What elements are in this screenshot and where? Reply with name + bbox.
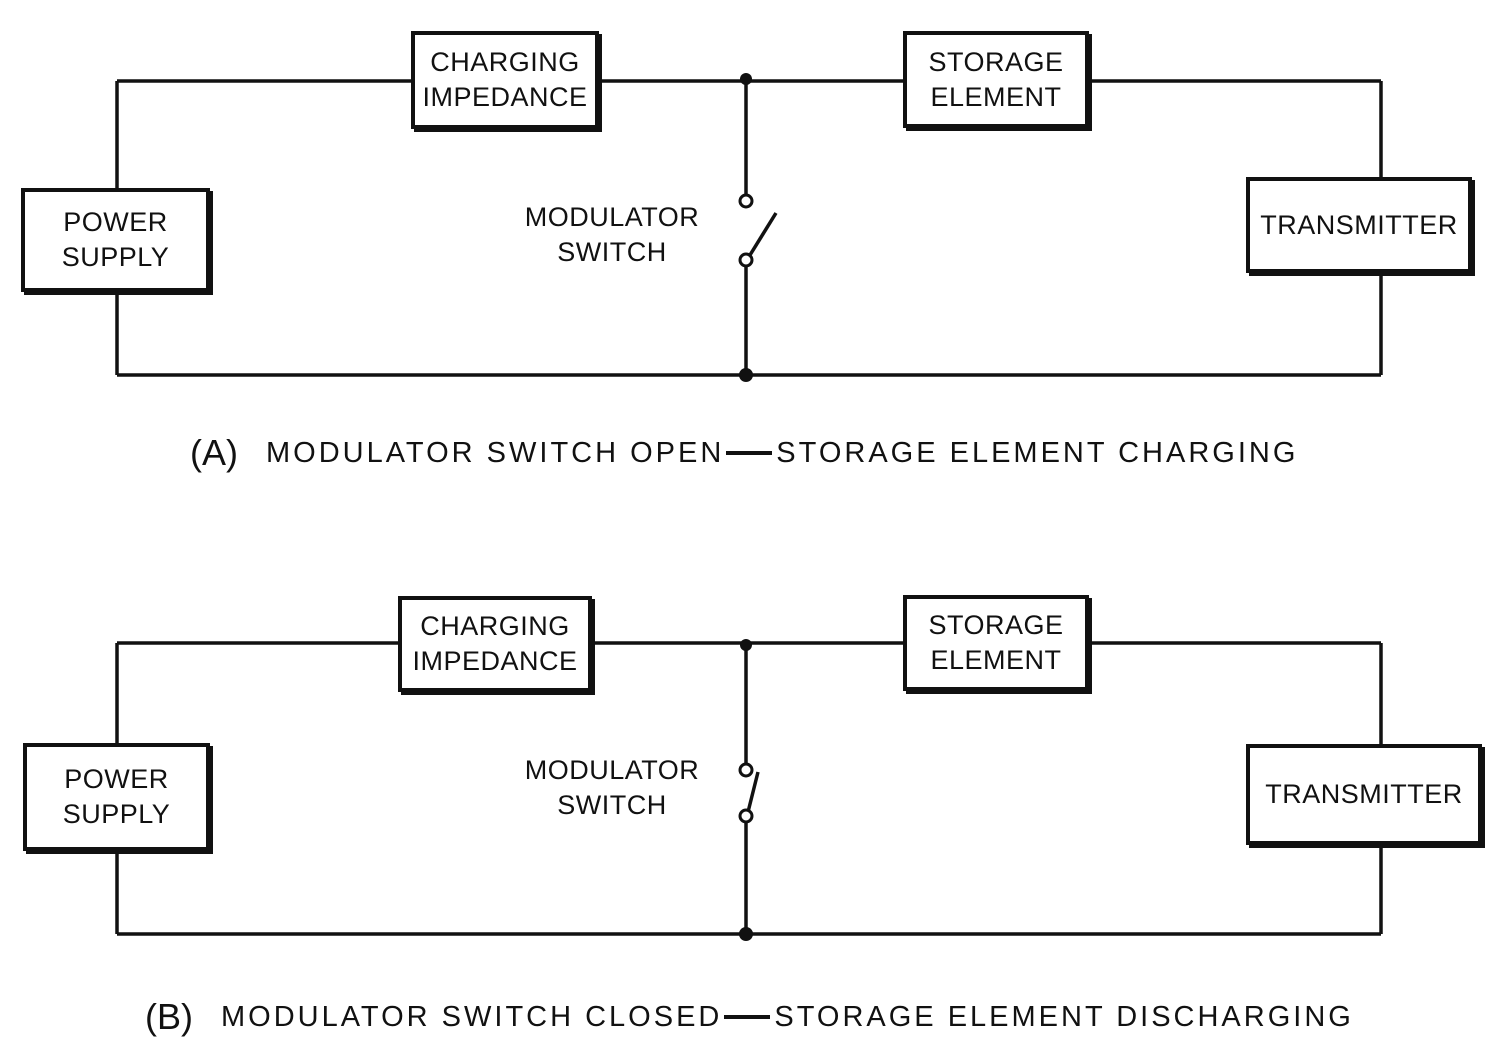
caption-left-text: MODULATOR SWITCH CLOSED bbox=[221, 1000, 723, 1033]
storage-element-block-b: STORAGE ELEMENT bbox=[903, 595, 1089, 691]
transmitter-block-a: TRANSMITTER bbox=[1246, 177, 1472, 273]
block-label-line: SUPPLY bbox=[61, 242, 170, 272]
storage-element-block-a: STORAGE ELEMENT bbox=[903, 31, 1089, 128]
caption-b: (B) MODULATOR SWITCH CLOSED STORAGE ELEM… bbox=[145, 994, 1354, 1040]
switch-blade-open-a bbox=[748, 212, 778, 256]
modulator-switch-label-b: MODULATOR SWITCH bbox=[512, 753, 712, 823]
caption-right-text: STORAGE ELEMENT CHARGING bbox=[776, 436, 1299, 469]
power-supply-block-a: POWER SUPPLY bbox=[21, 188, 210, 292]
junction-bottom-a bbox=[739, 368, 753, 382]
switch-terminal-lower-a bbox=[738, 252, 754, 268]
charging-impedance-block-a: CHARGING IMPEDANCE bbox=[411, 31, 599, 129]
block-label-line: IMPEDANCE bbox=[412, 646, 578, 676]
diagram-panel-a: POWER SUPPLY CHARGING IMPEDANCE STORAGE … bbox=[0, 0, 1508, 520]
caption-letter: (A) bbox=[190, 432, 238, 473]
block-label-line: STORAGE bbox=[928, 46, 1064, 77]
block-label-line: STORAGE bbox=[928, 610, 1064, 640]
transmitter-block-b: TRANSMITTER bbox=[1246, 744, 1482, 845]
charging-impedance-block-b: CHARGING IMPEDANCE bbox=[398, 596, 592, 692]
switch-terminal-upper-a bbox=[738, 193, 754, 209]
switch-label-line: SWITCH bbox=[557, 237, 667, 267]
block-label-line: TRANSMITTER bbox=[1265, 779, 1463, 809]
block-label-line: CHARGING bbox=[430, 47, 580, 77]
block-label-line: POWER bbox=[63, 207, 168, 237]
circuit-wires-a bbox=[115, 73, 1383, 382]
power-supply-block-b: POWER SUPPLY bbox=[23, 743, 210, 851]
caption-a: (A) MODULATOR SWITCH OPEN STORAGE ELEMEN… bbox=[190, 430, 1298, 476]
block-label-line: CHARGING bbox=[420, 611, 570, 641]
switch-terminal-lower-b bbox=[738, 808, 754, 824]
block-label-line: TRANSMITTER bbox=[1260, 209, 1458, 240]
block-label-line: POWER bbox=[64, 764, 169, 794]
caption-right-text: STORAGE ELEMENT DISCHARGING bbox=[774, 1000, 1354, 1033]
modulator-switch-label-a: MODULATOR SWITCH bbox=[512, 200, 712, 270]
diagram-panel-b: POWER SUPPLY CHARGING IMPEDANCE STORAGE … bbox=[0, 560, 1508, 1049]
block-label-line: SUPPLY bbox=[62, 799, 171, 829]
caption-dash bbox=[724, 1015, 771, 1019]
junction-bottom-b bbox=[739, 927, 753, 941]
caption-dash bbox=[726, 451, 773, 455]
block-label-line: ELEMENT bbox=[930, 81, 1062, 112]
junction-top-b bbox=[740, 639, 752, 651]
switch-label-line: MODULATOR bbox=[524, 202, 700, 232]
caption-letter: (B) bbox=[145, 996, 193, 1037]
block-label-line: ELEMENT bbox=[930, 645, 1062, 675]
block-label-line: IMPEDANCE bbox=[422, 82, 588, 112]
switch-label-line: SWITCH bbox=[557, 790, 667, 820]
switch-terminal-upper-b bbox=[738, 762, 754, 778]
junction-top-a bbox=[740, 73, 752, 85]
circuit-wires-b bbox=[115, 639, 1383, 941]
switch-blade-closed-b bbox=[746, 771, 760, 813]
switch-label-line: MODULATOR bbox=[524, 755, 700, 785]
caption-left-text: MODULATOR SWITCH OPEN bbox=[266, 436, 725, 469]
